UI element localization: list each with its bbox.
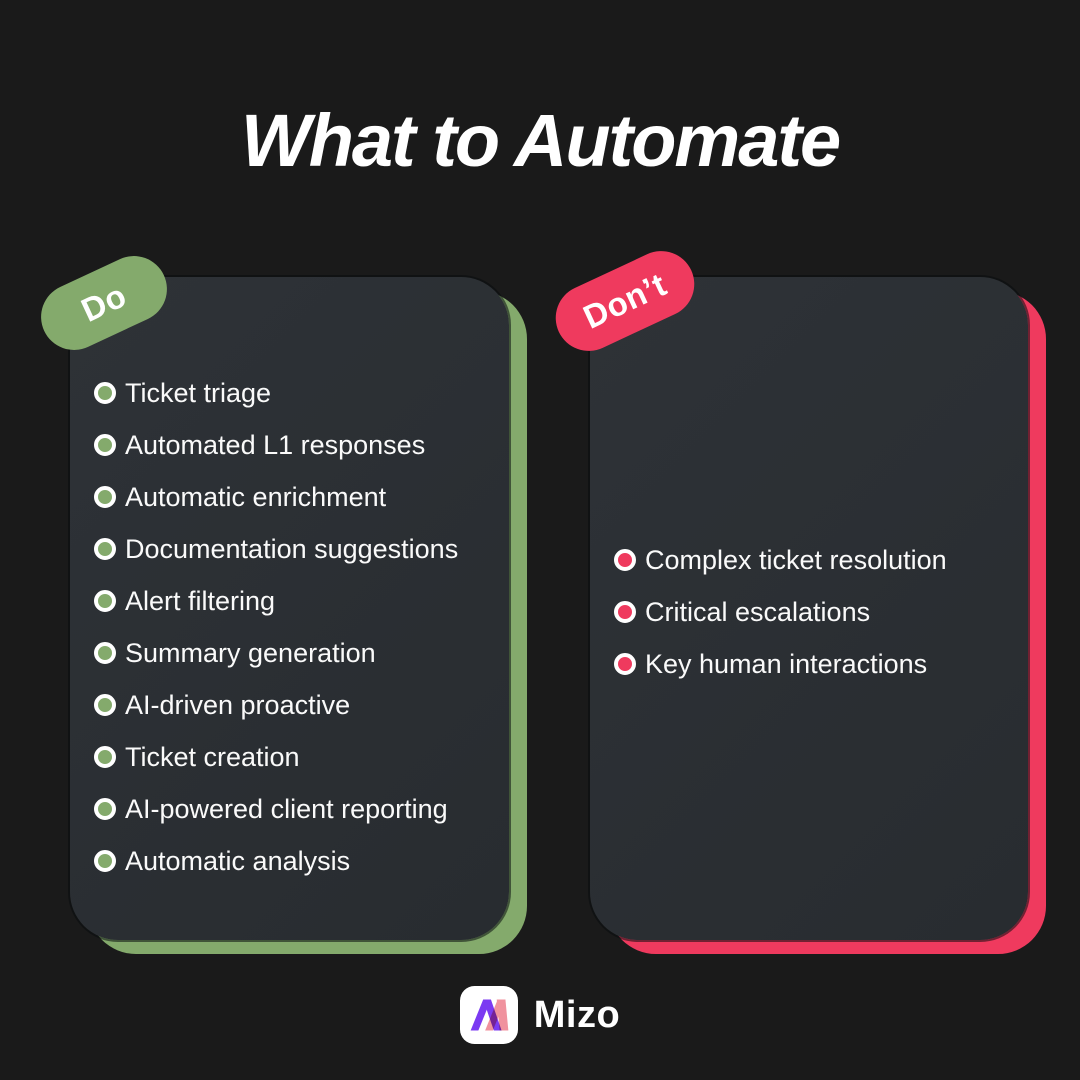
- do-list-item-label: AI-powered client reporting: [125, 793, 448, 824]
- green-bullet-icon: [94, 590, 116, 612]
- do-list-item-label: Alert filtering: [125, 585, 276, 616]
- green-bullet-icon: [94, 798, 116, 820]
- do-list-item: Automated L1 responses: [94, 419, 491, 471]
- do-list-item-label: Summary generation: [125, 637, 376, 668]
- green-bullet-icon: [94, 538, 116, 560]
- mizo-m-icon: [459, 986, 518, 1044]
- do-card: Ticket triage Automated L1 responses Aut…: [70, 277, 509, 940]
- do-list-item: Automatic enrichment: [94, 471, 491, 523]
- green-bullet-icon: [94, 642, 116, 664]
- green-bullet-icon: [94, 434, 116, 456]
- do-list: Ticket triage Automated L1 responses Aut…: [70, 277, 509, 887]
- brand-name: Mizo: [533, 993, 621, 1036]
- green-bullet-icon: [94, 486, 116, 508]
- do-list-item: Ticket creation: [94, 731, 491, 783]
- dont-list: Complex ticket resolution Critical escal…: [590, 277, 1028, 690]
- red-bullet-icon: [614, 653, 636, 675]
- dont-list-item: Critical escalations: [614, 586, 1010, 638]
- footer-brand: Mizo: [0, 986, 1080, 1044]
- do-list-item: Alert filtering: [94, 575, 491, 627]
- do-list-item: Documentation suggestions: [94, 523, 491, 575]
- do-list-item-label: Documentation suggestions: [125, 533, 459, 564]
- do-list-item-label: AI-driven proactive: [125, 689, 351, 720]
- do-list-item-label: Ticket creation: [125, 741, 300, 772]
- do-list-item-label: Automated L1 responses: [125, 429, 426, 460]
- dont-card: Complex ticket resolution Critical escal…: [590, 277, 1028, 940]
- green-bullet-icon: [94, 850, 116, 872]
- green-bullet-icon: [94, 694, 116, 716]
- do-list-item: AI-driven proactive: [94, 679, 491, 731]
- do-list-item-label: Automatic enrichment: [125, 481, 387, 512]
- do-list-item: Ticket triage: [94, 367, 491, 419]
- green-bullet-icon: [94, 382, 116, 404]
- do-list-item: Summary generation: [94, 627, 491, 679]
- red-bullet-icon: [614, 549, 636, 571]
- do-list-item: AI-powered client reporting: [94, 783, 491, 835]
- dont-list-item: Key human interactions: [614, 638, 1010, 690]
- page-title: What to Automate: [240, 99, 841, 182]
- do-badge-label: Do: [75, 276, 132, 329]
- dont-list-item-label: Complex ticket resolution: [645, 544, 947, 575]
- do-list-item: Automatic analysis: [94, 835, 491, 887]
- dont-list-item-label: Key human interactions: [645, 648, 928, 679]
- dont-list-item-label: Critical escalations: [645, 596, 871, 627]
- red-bullet-icon: [614, 601, 636, 623]
- do-list-item-label: Ticket triage: [125, 377, 272, 408]
- green-bullet-icon: [94, 746, 116, 768]
- dont-list-item: Complex ticket resolution: [614, 534, 1010, 586]
- do-list-item-label: Automatic analysis: [125, 845, 351, 876]
